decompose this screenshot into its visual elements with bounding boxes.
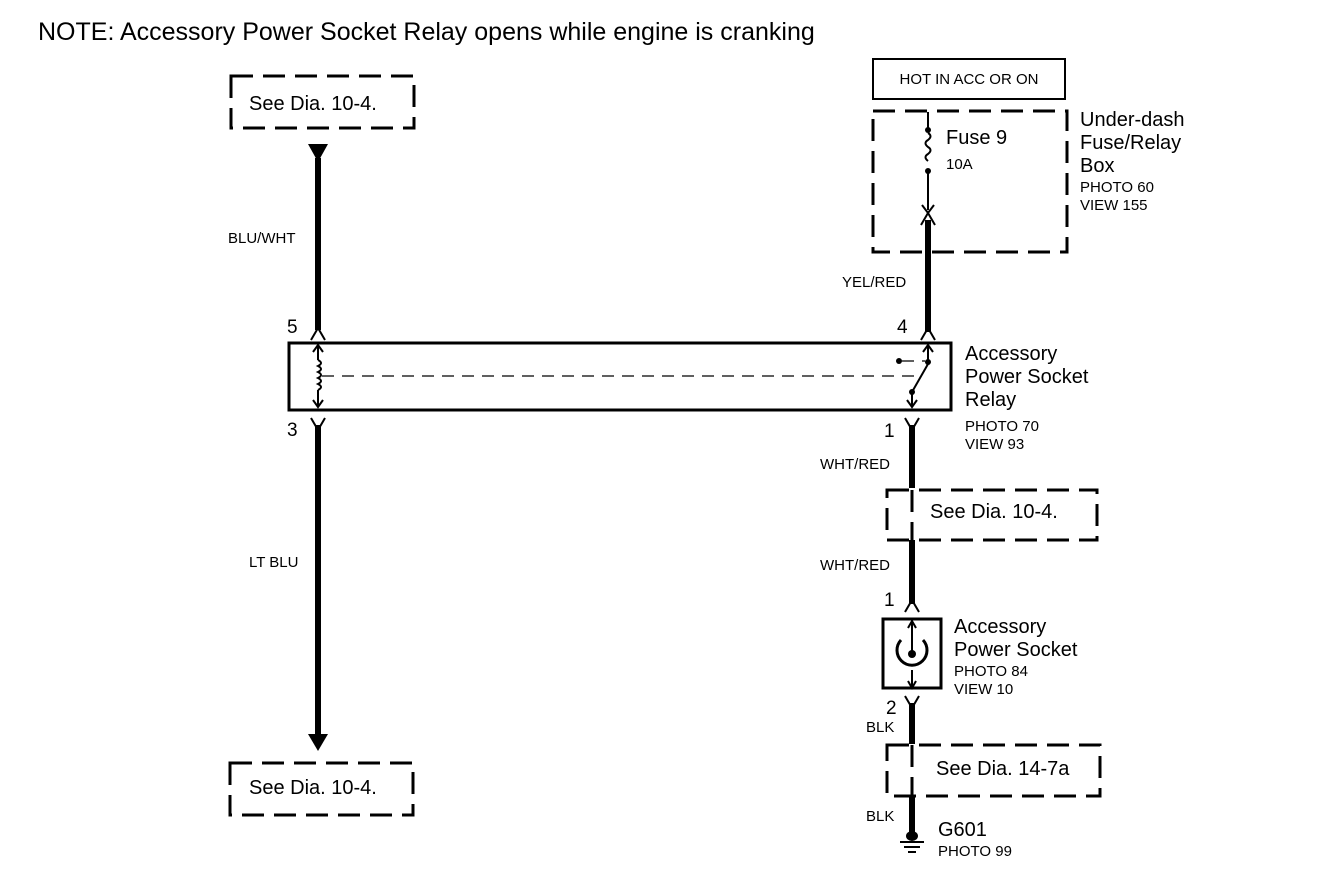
fuse-box-label: Under-dash Fuse/Relay Box PHOTO 60 VIEW … xyxy=(1080,109,1185,214)
connector-pin-5-icon xyxy=(310,326,326,341)
fuse-icon xyxy=(921,112,935,215)
fuse-box-name-line-3: Box xyxy=(1080,155,1114,177)
socket-name-line-2: Power Socket xyxy=(954,639,1078,661)
socket-photo: PHOTO 84 xyxy=(954,663,1028,680)
diagram-note: NOTE: Accessory Power Socket Relay opens… xyxy=(38,18,815,46)
relay-pin-1: 1 xyxy=(884,421,895,442)
fuse-box-view: VIEW 155 xyxy=(1080,197,1148,214)
wire-label-blk-bottom: BLK xyxy=(866,808,894,825)
ref-right-mid-label: See Dia. 10-4. xyxy=(930,501,1058,523)
arrow-down-icon xyxy=(308,734,328,751)
ground-name: G601 xyxy=(938,819,987,841)
socket-pin-1: 1 xyxy=(884,590,895,611)
relay-label: Accessory Power Socket Relay PHOTO 70 VI… xyxy=(965,343,1089,453)
ground-photo: PHOTO 99 xyxy=(938,843,1012,860)
relay-pin-4: 4 xyxy=(897,317,908,338)
ref-box-top-left[interactable]: See Dia. 10-4. xyxy=(229,74,416,130)
wire-label-blk-top: BLK xyxy=(866,719,894,736)
relay-pin-5: 5 xyxy=(287,317,298,338)
socket-pin-2: 2 xyxy=(886,698,897,719)
ref-box-right-mid[interactable]: See Dia. 10-4. xyxy=(885,488,1099,542)
connector-pin-4-icon xyxy=(920,326,936,341)
ground-icon xyxy=(900,831,924,853)
relay-photo: PHOTO 70 xyxy=(965,418,1039,435)
ref-box-bottom-left[interactable]: See Dia. 10-4. xyxy=(228,761,415,817)
power-source-box: HOT IN ACC OR ON xyxy=(872,58,1066,100)
wire-label-lt-blu: LT BLU xyxy=(249,554,298,571)
relay-coil-icon xyxy=(312,343,324,409)
fuse-relay-box xyxy=(871,109,1069,254)
fuse-box-photo: PHOTO 60 xyxy=(1080,179,1154,196)
socket-label: Accessory Power Socket PHOTO 84 VIEW 10 xyxy=(954,616,1078,698)
fuse-box-name-line-2: Fuse/Relay xyxy=(1080,132,1181,154)
relay-pin-3: 3 xyxy=(287,420,298,441)
fuse-label: Fuse 9 xyxy=(946,127,1007,149)
wire-label-wht-red-bottom: WHT/RED xyxy=(820,557,890,574)
relay-name-line-3: Relay xyxy=(965,389,1016,411)
relay-name-line-2: Power Socket xyxy=(965,366,1089,388)
power-source-label: HOT IN ACC OR ON xyxy=(900,71,1039,88)
fuse-box-name-line-1: Under-dash xyxy=(1080,109,1185,131)
relay-body xyxy=(287,341,953,412)
connector-socket-pin-1-icon xyxy=(904,598,920,613)
connector-fork-icon xyxy=(920,211,936,226)
socket-name-line-1: Accessory xyxy=(954,616,1046,638)
wire-label-blu-wht: BLU/WHT xyxy=(228,230,296,247)
wire-label-wht-red-top: WHT/RED xyxy=(820,456,890,473)
fuse-rating: 10A xyxy=(946,156,973,173)
ref-bottom-left-label: See Dia. 10-4. xyxy=(249,777,377,799)
power-socket-icon xyxy=(881,617,943,691)
relay-name-line-1: Accessory xyxy=(965,343,1057,365)
socket-view: VIEW 10 xyxy=(954,681,1013,698)
arrow-down-icon xyxy=(308,144,328,162)
wire-label-yel-red: YEL/RED xyxy=(842,274,906,291)
ref-top-left-label: See Dia. 10-4. xyxy=(249,93,377,115)
relay-switch-icon xyxy=(896,343,934,409)
ref-box-right-ground[interactable]: See Dia. 14-7a xyxy=(885,743,1102,798)
ref-right-ground-label: See Dia. 14-7a xyxy=(936,758,1070,780)
relay-view: VIEW 93 xyxy=(965,436,1024,453)
